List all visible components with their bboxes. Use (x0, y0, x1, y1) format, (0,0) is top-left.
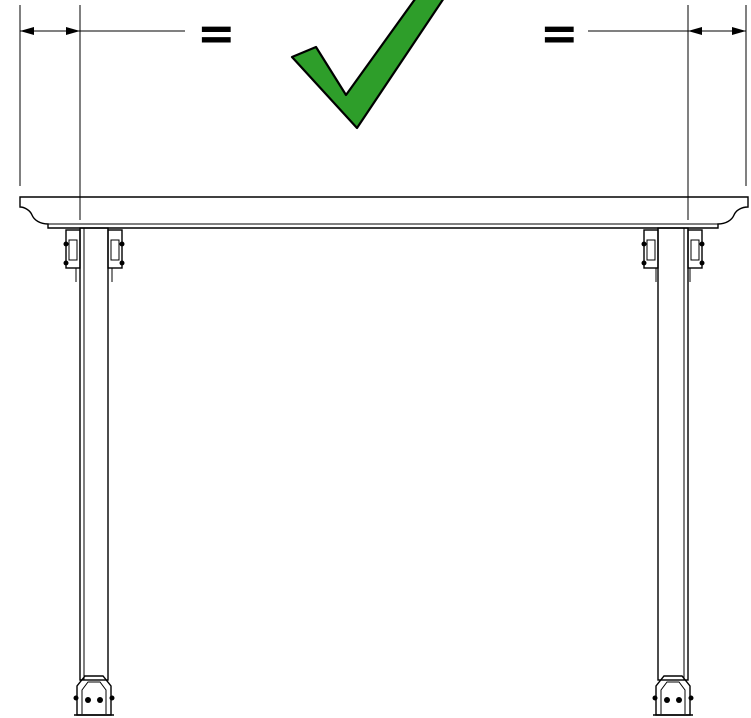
dimension-equal-right: = (540, 6, 579, 60)
dimension-line: = = (19, 5, 747, 220)
leg-right-bracket (641, 229, 705, 282)
table-leg-left (63, 227, 125, 716)
leg-left-post (79, 227, 109, 681)
table-leg-right (641, 227, 705, 716)
leg-right-foot (652, 675, 694, 716)
arrowhead-right-b (732, 27, 746, 35)
check-mark-shape (290, 0, 444, 130)
arrowhead-right-a (688, 27, 702, 35)
dimension-equal-left: = (197, 6, 236, 60)
check-mark-icon (290, 0, 444, 130)
leg-right-post (657, 227, 689, 681)
arrowhead-left-b (66, 27, 80, 35)
leg-left-foot (73, 675, 115, 716)
table-top (19, 196, 749, 229)
arrowhead-left-a (20, 27, 34, 35)
leg-left-bracket (63, 229, 125, 282)
table-top-outline (19, 196, 749, 229)
